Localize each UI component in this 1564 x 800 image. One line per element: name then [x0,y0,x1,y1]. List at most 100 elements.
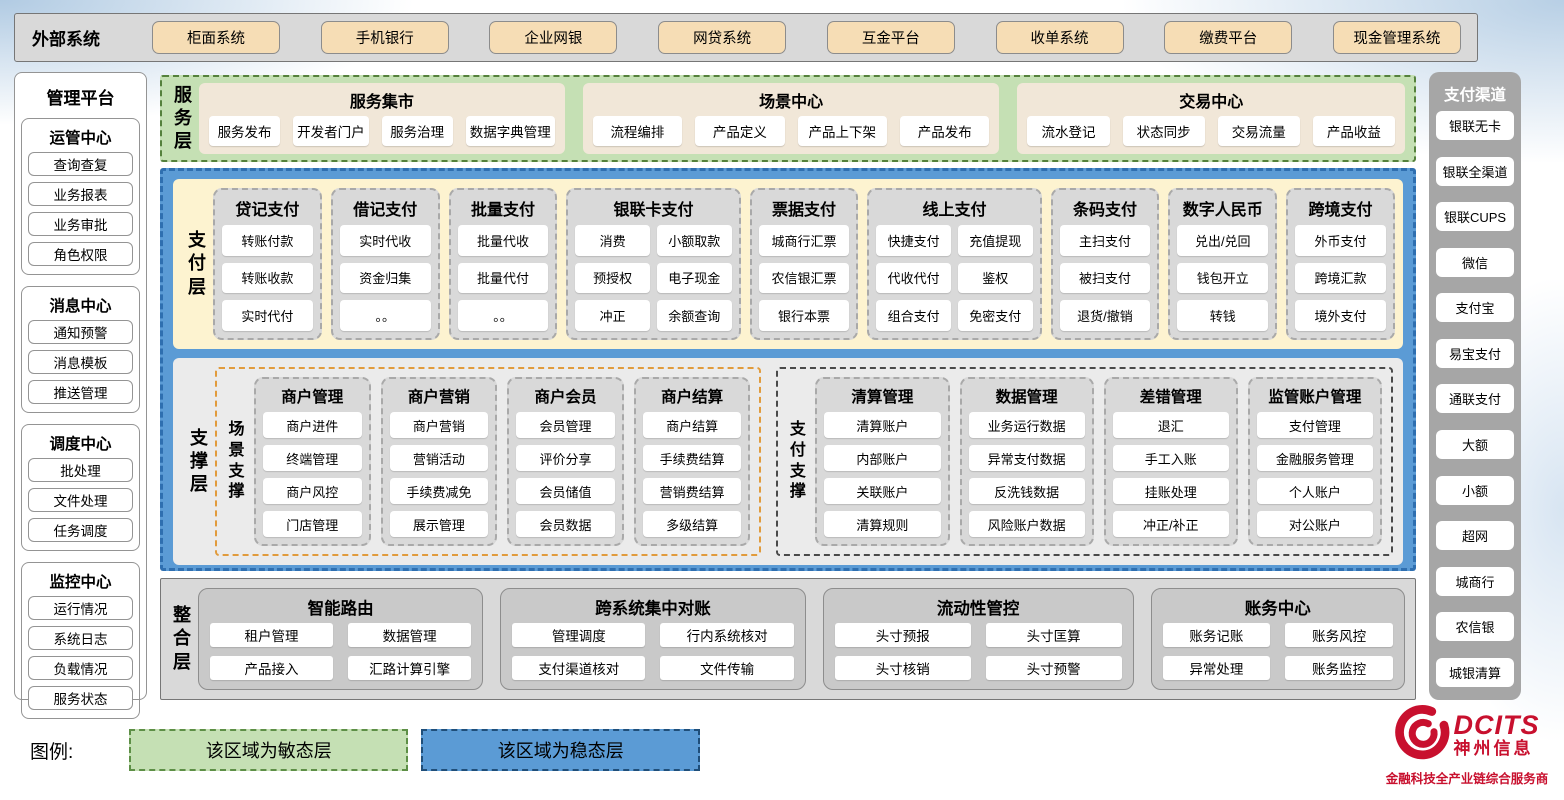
channel-button[interactable]: 支付宝 [1436,293,1514,323]
service-item-button[interactable]: 状态同步 [1122,116,1205,146]
payment-item-button[interactable]: 小额取款 [656,225,732,256]
payment-item-button[interactable]: 银行本票 [758,300,850,331]
management-item-button[interactable]: 业务审批 [28,212,133,236]
support-item-button[interactable]: 终端管理 [263,445,362,471]
channel-button[interactable]: 农信银 [1436,612,1514,642]
payment-item-button[interactable]: 实时代付 [222,300,313,331]
channel-button[interactable]: 易宝支付 [1436,338,1514,368]
payment-item-button[interactable]: 电子现金 [656,262,732,294]
payment-item-button[interactable]: 资金归集 [339,262,431,294]
service-item-button[interactable]: 交易流量 [1217,116,1300,146]
management-item-button[interactable]: 系统日志 [28,626,133,650]
channel-button[interactable]: 城银清算 [1436,657,1514,687]
external-system-button[interactable]: 现金管理系统 [1332,21,1461,54]
support-item-button[interactable]: 商户结算 [642,412,742,438]
payment-item-button[interactable]: 转账付款 [222,225,313,256]
payment-item-button[interactable]: 。。 [457,300,549,331]
integration-item-button[interactable]: 账务监控 [1285,656,1393,680]
payment-item-button[interactable]: 主扫支付 [1059,225,1151,256]
payment-item-button[interactable]: 境外支付 [1295,300,1386,331]
support-item-button[interactable]: 手工入账 [1112,445,1229,471]
external-system-button[interactable]: 网贷系统 [658,21,787,54]
support-item-button[interactable]: 对公账户 [1256,511,1373,537]
payment-item-button[interactable]: 组合支付 [876,300,951,331]
service-item-button[interactable]: 产品上下架 [797,116,887,146]
service-item-button[interactable]: 数据字典管理 [465,116,555,146]
external-system-button[interactable]: 收单系统 [995,21,1124,54]
payment-item-button[interactable]: 批量代收 [457,225,549,256]
management-item-button[interactable]: 查询查复 [28,152,133,176]
payment-item-button[interactable]: 转钱 [1177,300,1269,331]
support-item-button[interactable]: 挂账处理 [1112,478,1229,504]
integration-item-button[interactable]: 文件传输 [660,656,794,680]
payment-item-button[interactable]: 兑出/兑回 [1177,225,1269,256]
integration-item-button[interactable]: 数据管理 [348,623,472,647]
channel-button[interactable]: 银联CUPS [1436,202,1514,232]
payment-item-button[interactable]: 冲正 [575,300,650,331]
payment-item-button[interactable]: 城商行汇票 [758,225,850,256]
support-item-button[interactable]: 清算账户 [824,412,941,438]
channel-button[interactable]: 通联支付 [1436,384,1514,414]
support-item-button[interactable]: 会员数据 [516,511,615,537]
channel-button[interactable]: 银联全渠道 [1436,156,1514,186]
payment-item-button[interactable]: 预授权 [575,262,650,294]
payment-item-button[interactable]: 消费 [575,225,650,256]
support-item-button[interactable]: 风险账户数据 [968,511,1085,537]
support-item-button[interactable]: 冲正/补正 [1112,511,1229,537]
support-item-button[interactable]: 商户进件 [263,412,362,438]
integration-item-button[interactable]: 账务风控 [1285,623,1393,647]
payment-item-button[interactable]: 免密支付 [957,300,1033,331]
support-item-button[interactable]: 反洗钱数据 [968,478,1085,504]
service-item-button[interactable]: 流水登记 [1027,116,1110,146]
integration-item-button[interactable]: 产品接入 [210,656,334,680]
support-item-button[interactable]: 手续费减免 [389,478,489,504]
payment-item-button[interactable]: 代收代付 [876,262,951,294]
payment-item-button[interactable]: 快捷支付 [876,225,951,256]
integration-item-button[interactable]: 异常处理 [1162,656,1271,680]
management-item-button[interactable]: 推送管理 [28,380,133,404]
integration-item-button[interactable]: 头寸预报 [834,623,971,647]
service-item-button[interactable]: 产品定义 [695,116,785,146]
integration-item-button[interactable]: 行内系统核对 [660,623,794,647]
management-item-button[interactable]: 消息模板 [28,350,133,374]
management-item-button[interactable]: 文件处理 [28,488,133,512]
support-item-button[interactable]: 会员储值 [516,478,615,504]
management-item-button[interactable]: 角色权限 [28,242,133,266]
channel-button[interactable]: 城商行 [1436,566,1514,596]
service-item-button[interactable]: 产品发布 [900,116,990,146]
management-item-button[interactable]: 通知预警 [28,320,133,344]
support-item-button[interactable]: 评价分享 [516,445,615,471]
payment-item-button[interactable]: 。。 [339,300,431,331]
payment-item-button[interactable]: 被扫支付 [1059,262,1151,294]
payment-item-button[interactable]: 充值提现 [957,225,1033,256]
management-item-button[interactable]: 业务报表 [28,182,133,206]
external-system-button[interactable]: 柜面系统 [152,21,280,54]
external-system-button[interactable]: 缴费平台 [1164,21,1293,54]
channel-button[interactable]: 银联无卡 [1436,111,1514,140]
service-item-button[interactable]: 产品收益 [1312,116,1395,146]
payment-item-button[interactable]: 实时代收 [339,225,431,256]
support-item-button[interactable]: 营销费结算 [642,478,742,504]
integration-item-button[interactable]: 支付渠道核对 [512,656,646,680]
support-item-button[interactable]: 清算规则 [824,511,941,537]
management-item-button[interactable]: 服务状态 [28,686,133,710]
support-item-button[interactable]: 商户风控 [263,478,362,504]
support-item-button[interactable]: 退汇 [1112,412,1229,438]
external-system-button[interactable]: 手机银行 [320,21,449,54]
service-item-button[interactable]: 服务发布 [209,116,281,146]
integration-item-button[interactable]: 头寸匡算 [985,623,1122,647]
channel-button[interactable]: 大额 [1436,430,1514,460]
support-item-button[interactable]: 关联账户 [824,478,941,504]
support-item-button[interactable]: 异常支付数据 [968,445,1085,471]
payment-item-button[interactable]: 外币支付 [1295,225,1386,256]
channel-button[interactable]: 超网 [1436,521,1514,551]
service-item-button[interactable]: 开发者门户 [293,116,369,146]
support-item-button[interactable]: 内部账户 [824,445,941,471]
integration-item-button[interactable]: 管理调度 [512,623,646,647]
payment-item-button[interactable]: 跨境汇款 [1295,262,1386,294]
management-item-button[interactable]: 运行情况 [28,596,133,620]
external-system-button[interactable]: 企业网银 [489,21,618,54]
integration-item-button[interactable]: 头寸预警 [985,656,1122,680]
payment-item-button[interactable]: 批量代付 [457,262,549,294]
support-item-button[interactable]: 展示管理 [389,511,489,537]
